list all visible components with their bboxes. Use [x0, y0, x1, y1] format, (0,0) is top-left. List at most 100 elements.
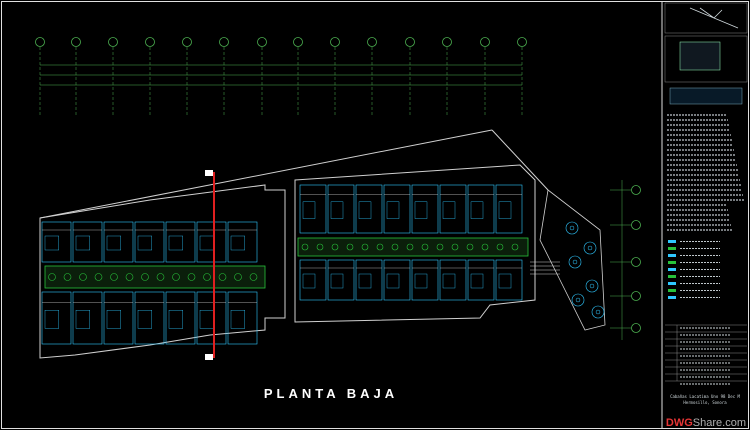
room: [72, 221, 103, 263]
plant-icon: [451, 243, 459, 251]
axis-bubble: [631, 291, 641, 301]
bed-icon: [470, 273, 484, 289]
bed-icon: [414, 273, 428, 289]
legend-swatch: [668, 254, 676, 257]
bed-icon: [75, 310, 91, 329]
axis-bubble: [219, 37, 229, 47]
table-icon: [595, 309, 601, 315]
bed-icon: [168, 310, 184, 329]
plant-icon: [218, 273, 227, 281]
room: [227, 221, 258, 263]
building-plan: [39, 129, 606, 359]
bed-icon: [442, 273, 456, 289]
room: [383, 259, 411, 301]
room: [495, 259, 523, 301]
room: [227, 291, 258, 345]
plant-icon: [234, 273, 242, 281]
plant-icon: [48, 273, 56, 281]
room: [299, 259, 327, 301]
plant-icon: [141, 273, 149, 281]
bed-icon: [330, 273, 344, 289]
room: [72, 291, 103, 345]
plant-icon: [156, 273, 165, 281]
plant-icon: [316, 243, 324, 251]
right-wing-outline: [294, 164, 536, 323]
bed-icon: [230, 235, 246, 251]
axis-bubble: [367, 37, 377, 47]
bed-icon: [137, 310, 153, 329]
axis-bubble: [35, 37, 45, 47]
axis-bubble: [182, 37, 192, 47]
room: [41, 221, 72, 263]
bed-icon: [386, 273, 400, 289]
drawing-title: PLANTA BAJA: [263, 386, 399, 401]
plant-icon: [481, 243, 489, 251]
room: [467, 259, 495, 301]
axis-bubble: [480, 37, 490, 47]
room: [41, 291, 72, 345]
bed-icon: [44, 235, 60, 251]
room: [355, 184, 383, 234]
table-icon: [589, 283, 595, 289]
plant-icon: [125, 273, 134, 281]
axis-bubble: [517, 37, 527, 47]
watermark-site: Share.com: [692, 417, 746, 429]
key-plan-thumbnail: [679, 41, 721, 71]
room: [134, 221, 165, 263]
plant-icon: [172, 273, 180, 281]
room: [411, 184, 439, 234]
axis-bubble: [293, 37, 303, 47]
legend-swatch: [668, 240, 676, 243]
table-set-icon: [568, 255, 582, 269]
plant-icon: [406, 243, 414, 251]
room: [103, 221, 134, 263]
bed-icon: [302, 273, 316, 289]
bed-icon: [414, 201, 428, 219]
axis-bubble: [442, 37, 452, 47]
room: [299, 184, 327, 234]
revision-table: [665, 324, 747, 385]
logo-panel: [664, 2, 748, 34]
axis-bubble: [257, 37, 267, 47]
legend-swatch: [668, 289, 676, 292]
bed-icon: [137, 235, 153, 251]
legend-rows: [668, 240, 720, 299]
watermark: DWGShare.com: [666, 417, 746, 429]
plant-icon: [391, 243, 399, 251]
plant-icon: [79, 273, 87, 281]
axis-bubble: [330, 37, 340, 47]
table-set-icon: [591, 305, 605, 319]
axis-bubble: [145, 37, 155, 47]
stairs: [530, 261, 560, 275]
legend-swatch: [668, 268, 676, 271]
bed-icon: [106, 235, 122, 251]
table-icon: [587, 245, 593, 251]
bed-icon: [470, 201, 484, 219]
legend-swatch: [668, 282, 676, 285]
plant-icon: [376, 243, 384, 251]
table-set-icon: [571, 293, 585, 307]
bed-icon: [44, 310, 60, 329]
bed-icon: [498, 273, 512, 289]
table-icon: [575, 297, 581, 303]
project-name: Cabañas Lacatima Uno 98 Dec M: [670, 394, 740, 399]
elevation-thumbnail: [669, 87, 743, 105]
table-set-icon: [565, 221, 579, 235]
site-boundary-diagonal: [39, 129, 493, 219]
room: [103, 291, 134, 345]
left-wing-outline: [39, 184, 286, 359]
pool-plaza: [539, 189, 606, 331]
section-marker-top: [205, 170, 213, 176]
table-icon: [569, 225, 575, 231]
room: [165, 291, 196, 345]
plant-icon: [346, 243, 354, 251]
room: [134, 291, 165, 345]
bed-icon: [302, 201, 316, 219]
dimension-lines: [40, 64, 522, 86]
room: [439, 184, 467, 234]
plant-icon: [203, 273, 211, 281]
grid-axis-columns: [35, 37, 527, 115]
bed-icon: [442, 201, 456, 219]
plant-icon: [436, 243, 444, 251]
